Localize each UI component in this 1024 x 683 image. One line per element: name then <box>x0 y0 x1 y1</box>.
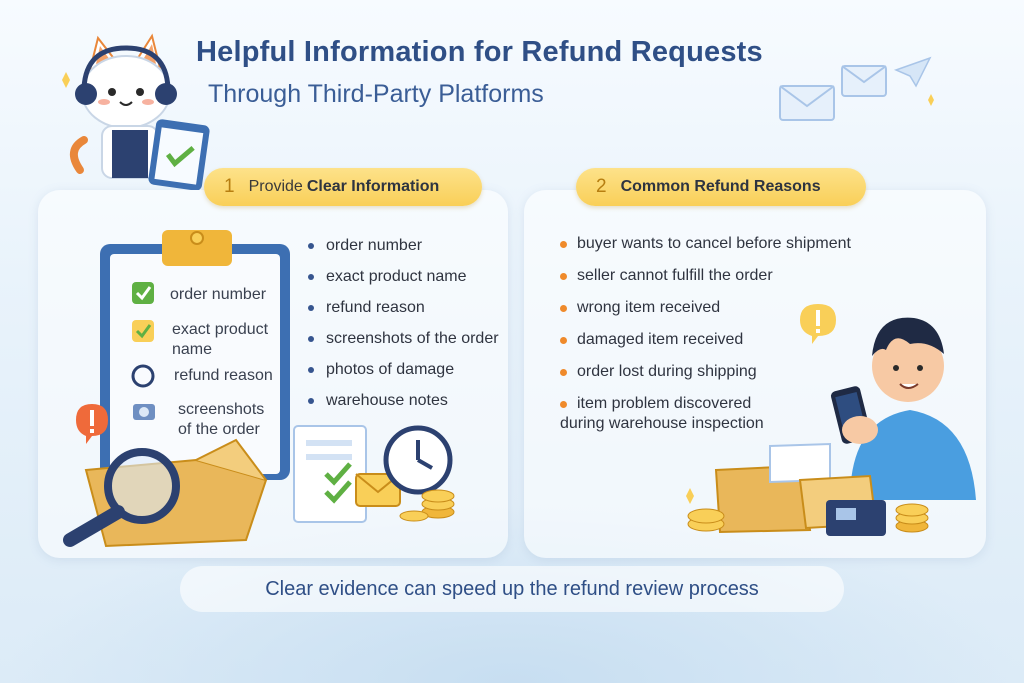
information-item: exact product name <box>308 261 499 292</box>
clipboard-item-3-text: screenshots of the order <box>178 401 265 438</box>
information-item-text: photos of damage <box>326 360 455 378</box>
reason-item: damaged item received <box>560 330 851 350</box>
information-item-text: order number <box>326 236 423 254</box>
reason-item: wrong item received <box>560 298 851 318</box>
reason-item-text: buyer wants to cancel before shipment <box>577 235 851 252</box>
reason-item-text: order lost during shipping <box>577 363 757 380</box>
cat-mascot-illustration <box>62 33 210 190</box>
envelopes-decoration <box>779 56 934 121</box>
section-2-label: Common Refund Reasons <box>620 178 821 195</box>
section-1-header: 1 Provide Clear Information <box>204 168 482 206</box>
information-item-text: refund reason <box>326 298 425 316</box>
bullet-icon <box>560 369 567 376</box>
clipboard-item-1: exact product name <box>172 320 292 360</box>
information-item-text: screenshots of the order <box>326 329 499 347</box>
information-item-text: warehouse notes <box>326 391 448 409</box>
reason-item-text-block: item problem discovered during warehouse … <box>560 394 764 434</box>
boxes-coins-illustration <box>686 442 929 536</box>
information-list: order number exact product name refund r… <box>308 230 499 416</box>
reason-item-text: damaged item received <box>577 331 744 348</box>
page-title: Helpful Information for Refund Requests <box>196 36 763 68</box>
bullet-icon <box>560 337 567 344</box>
bullet-icon <box>560 273 567 280</box>
bullet-icon <box>308 304 314 311</box>
reason-item-text-line1: item problem discovered <box>577 395 752 412</box>
reason-item-text: seller cannot fulfill the order <box>577 267 773 284</box>
information-item: refund reason <box>308 292 499 323</box>
information-item: warehouse notes <box>308 385 499 416</box>
clipboard-item-1-text: exact product name <box>172 321 269 358</box>
information-item: photos of damage <box>308 354 499 385</box>
section-1-number: 1 <box>224 176 235 197</box>
reason-item: buyer wants to cancel before shipment <box>560 234 851 254</box>
clipboard-illustration <box>100 230 290 480</box>
bullet-icon <box>308 242 314 249</box>
box-magnifier-illustration <box>63 404 268 548</box>
information-item: order number <box>308 230 499 261</box>
bullet-icon <box>308 273 314 280</box>
reason-item-text-line2: during warehouse inspection <box>560 415 764 432</box>
clipboard-item-2: refund reason <box>174 367 273 384</box>
footer-text: Clear evidence can speed up the refund r… <box>265 577 759 600</box>
reason-item-text: wrong item received <box>577 299 721 316</box>
footer-banner: Clear evidence can speed up the refund r… <box>180 566 844 612</box>
bullet-icon <box>308 397 314 404</box>
bullet-icon <box>308 366 314 373</box>
refund-reasons-list: buyer wants to cancel before shipment se… <box>560 234 851 446</box>
bullet-icon <box>560 401 567 408</box>
bullet-icon <box>560 305 567 312</box>
page-subtitle: Through Third-Party Platforms <box>208 80 544 108</box>
person-with-phone-illustration <box>800 304 976 500</box>
information-item: screenshots of the order <box>308 323 499 354</box>
clipboard-item-0: order number <box>170 286 267 303</box>
documents-clock-coins-illustration <box>293 425 455 523</box>
reason-item: item problem discovered during warehouse … <box>560 394 851 434</box>
bullet-icon <box>308 335 314 342</box>
section-2-header: 2 Common Refund Reasons <box>576 168 866 206</box>
reason-item: seller cannot fulfill the order <box>560 266 851 286</box>
section-2-number: 2 <box>596 176 607 197</box>
section-1-label-strong: Clear Information <box>306 178 440 195</box>
section-1-label-prefix: Provide <box>248 178 303 195</box>
reason-item: order lost during shipping <box>560 362 851 382</box>
clipboard-item-3: screenshots of the order <box>178 400 264 440</box>
bullet-icon <box>560 241 567 248</box>
information-item-text: exact product name <box>326 267 467 285</box>
